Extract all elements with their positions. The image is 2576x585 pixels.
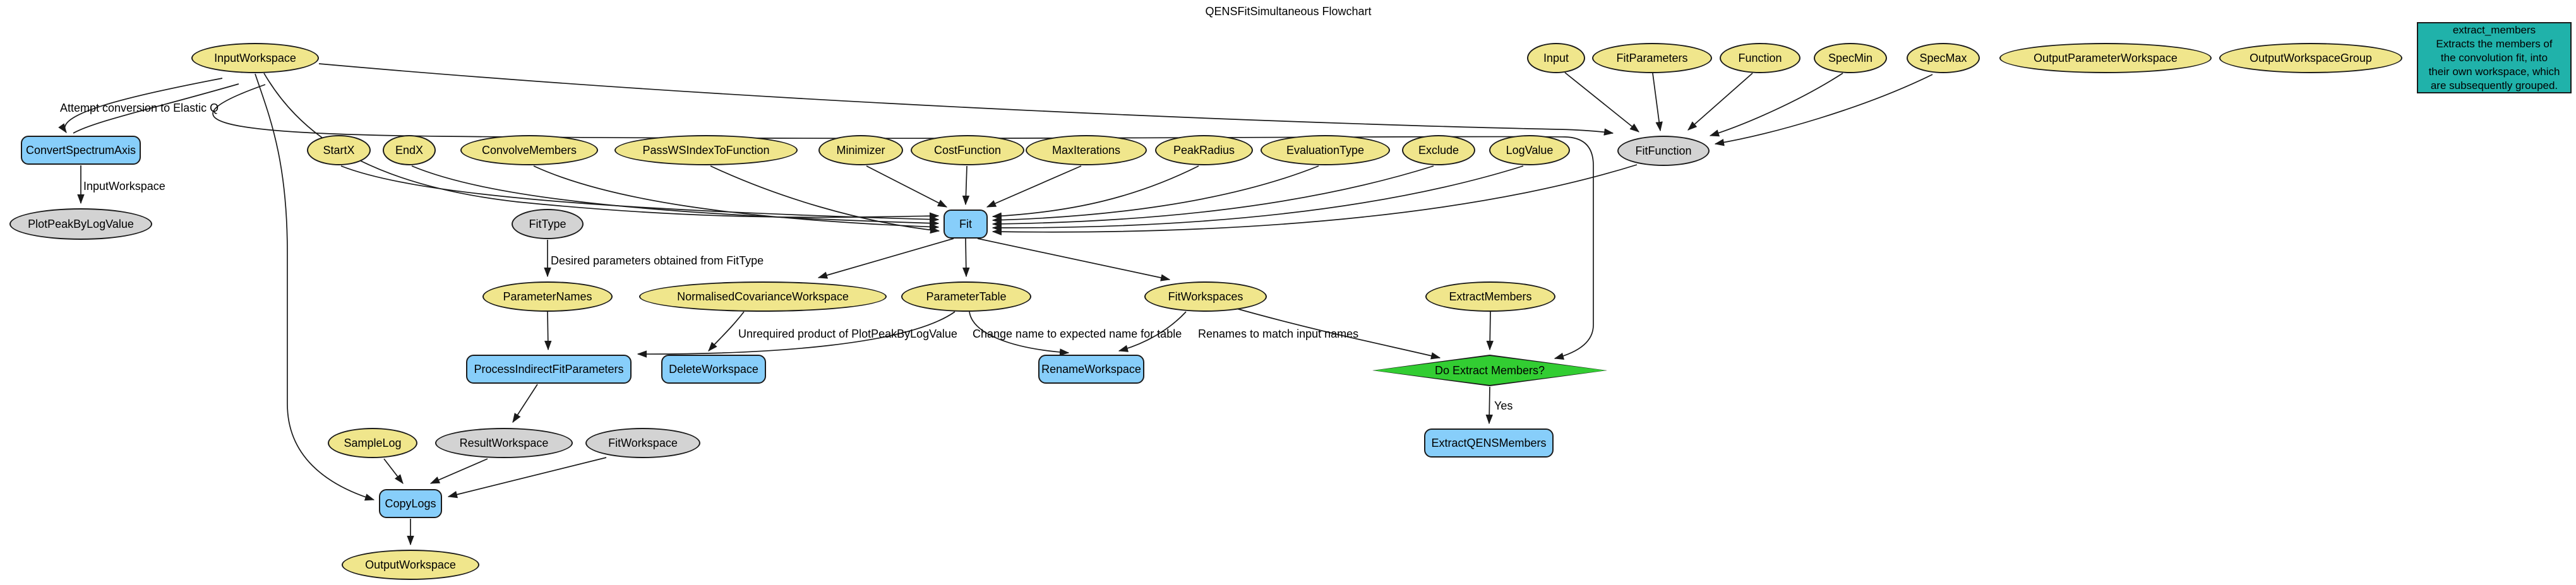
node-output-workspace-group: OutputWorkspaceGroup	[2219, 43, 2402, 73]
node-fit-workspace: FitWorkspace	[585, 428, 700, 458]
edge-label-input-workspace: InputWorkspace	[83, 180, 165, 192]
node-extract-qens-members: ExtractQENSMembers	[1424, 428, 1554, 458]
node-spec-max: SpecMax	[1907, 43, 1980, 73]
node-do-extract-members: Do Extract Members?	[1372, 355, 1607, 386]
node-output-parameter-workspace: OutputParameterWorkspace	[1999, 43, 2212, 73]
node-label: PassWSIndexToFunction	[642, 144, 770, 157]
node-label: ConvertSpectrumAxis	[25, 144, 136, 157]
node-label: Function	[1738, 52, 1782, 64]
node-result-workspace: ResultWorkspace	[435, 428, 573, 458]
node-normalised-covariance-workspace: NormalisedCovarianceWorkspace	[639, 281, 887, 312]
node-label: FitType	[529, 218, 566, 230]
node-label: FitParameters	[1616, 52, 1688, 64]
node-label: SampleLog	[344, 437, 402, 449]
node-label: OutputWorkspace	[365, 558, 456, 571]
node-label: Minimizer	[836, 144, 885, 157]
note-text: extract_members Extracts the members of …	[2428, 23, 2560, 92]
node-label: InputWorkspace	[214, 52, 296, 64]
node-minimizer: Minimizer	[818, 135, 903, 165]
node-label: OutputWorkspaceGroup	[2250, 52, 2372, 64]
node-rename-workspace: RenameWorkspace	[1038, 355, 1144, 384]
node-label: PeakRadius	[1173, 144, 1235, 157]
node-log-value: LogValue	[1489, 135, 1570, 165]
node-extract-members: ExtractMembers	[1425, 281, 1555, 312]
note-extract-members: extract_members Extracts the members of …	[2417, 22, 2572, 93]
node-convolve-members: ConvolveMembers	[460, 135, 598, 165]
node-fit-parameters: FitParameters	[1592, 43, 1712, 73]
node-label: RenameWorkspace	[1041, 363, 1141, 375]
node-label: SpecMax	[1919, 52, 1967, 64]
node-label: Input	[1543, 52, 1569, 64]
node-label: FitWorkspaces	[1168, 290, 1243, 303]
node-fit-function: FitFunction	[1617, 136, 1710, 166]
node-label: FitWorkspace	[608, 437, 678, 449]
node-delete-workspace: DeleteWorkspace	[661, 355, 766, 384]
node-spec-min: SpecMin	[1814, 43, 1887, 73]
node-fit-workspaces: FitWorkspaces	[1144, 281, 1267, 312]
node-label: ProcessIndirectFitParameters	[474, 363, 624, 375]
node-label: SpecMin	[1828, 52, 1873, 64]
node-peak-radius: PeakRadius	[1155, 135, 1253, 165]
node-pass-ws-index-to-function: PassWSIndexToFunction	[614, 135, 798, 165]
edge-label-yes: Yes	[1494, 399, 1513, 412]
node-cost-function: CostFunction	[911, 135, 1024, 165]
node-label: ResultWorkspace	[459, 437, 549, 449]
node-label: ExtractQENSMembers	[1431, 437, 1547, 449]
node-parameter-names: ParameterNames	[482, 281, 613, 312]
node-label: Do Extract Members?	[1434, 363, 1545, 377]
node-convert-spectrum-axis: ConvertSpectrumAxis	[21, 136, 141, 165]
node-label: ParameterNames	[503, 290, 592, 303]
node-input-workspace: InputWorkspace	[191, 43, 319, 73]
node-label: Exclude	[1418, 144, 1459, 157]
node-evaluation-type: EvaluationType	[1261, 135, 1390, 165]
node-label: DeleteWorkspace	[669, 363, 758, 375]
node-label: FitFunction	[1635, 145, 1692, 157]
node-exclude: Exclude	[1402, 135, 1475, 165]
node-plot-peak-by-log-value: PlotPeakByLogValue	[9, 208, 152, 240]
node-label: EndX	[395, 144, 424, 157]
node-output-workspace: OutputWorkspace	[342, 550, 479, 580]
node-sample-log: SampleLog	[328, 428, 417, 458]
node-fit: Fit	[944, 210, 988, 239]
node-fit-type: FitType	[512, 209, 584, 239]
node-end-x: EndX	[383, 135, 436, 165]
node-process-indirect-fit-parameters: ProcessIndirectFitParameters	[466, 355, 632, 384]
edge-label-change-name: Change name to expected name for table	[973, 328, 1182, 340]
node-function: Function	[1720, 43, 1800, 73]
node-label: MaxIterations	[1051, 144, 1121, 157]
node-label: OutputParameterWorkspace	[2034, 52, 2178, 64]
node-label: StartX	[323, 144, 355, 157]
node-label: ConvolveMembers	[481, 144, 577, 157]
node-parameter-table: ParameterTable	[901, 281, 1031, 312]
node-label: CostFunction	[933, 144, 1002, 157]
node-start-x: StartX	[307, 135, 371, 165]
node-label: ParameterTable	[926, 290, 1007, 303]
node-label: CopyLogs	[385, 497, 436, 510]
node-label: LogValue	[1506, 144, 1554, 157]
diagram-title: QENSFitSimultaneous Flowchart	[1205, 5, 1372, 18]
node-label: EvaluationType	[1286, 144, 1365, 157]
node-label: Fit	[959, 218, 972, 230]
edge-label-desired-parameters: Desired parameters obtained from FitType	[551, 254, 764, 267]
node-input: Input	[1527, 43, 1585, 73]
node-label: ExtractMembers	[1449, 290, 1532, 303]
edge-label-renames: Renames to match input names	[1198, 328, 1359, 340]
node-max-iterations: MaxIterations	[1026, 135, 1147, 165]
node-copy-logs: CopyLogs	[379, 489, 442, 518]
edge-label-unrequired-product: Unrequired product of PlotPeakByLogValue	[738, 328, 957, 340]
edge-label-attempt-conversion: Attempt conversion to Elastic Q	[60, 102, 219, 114]
node-label: PlotPeakByLogValue	[28, 218, 134, 230]
node-label: NormalisedCovarianceWorkspace	[677, 290, 849, 303]
